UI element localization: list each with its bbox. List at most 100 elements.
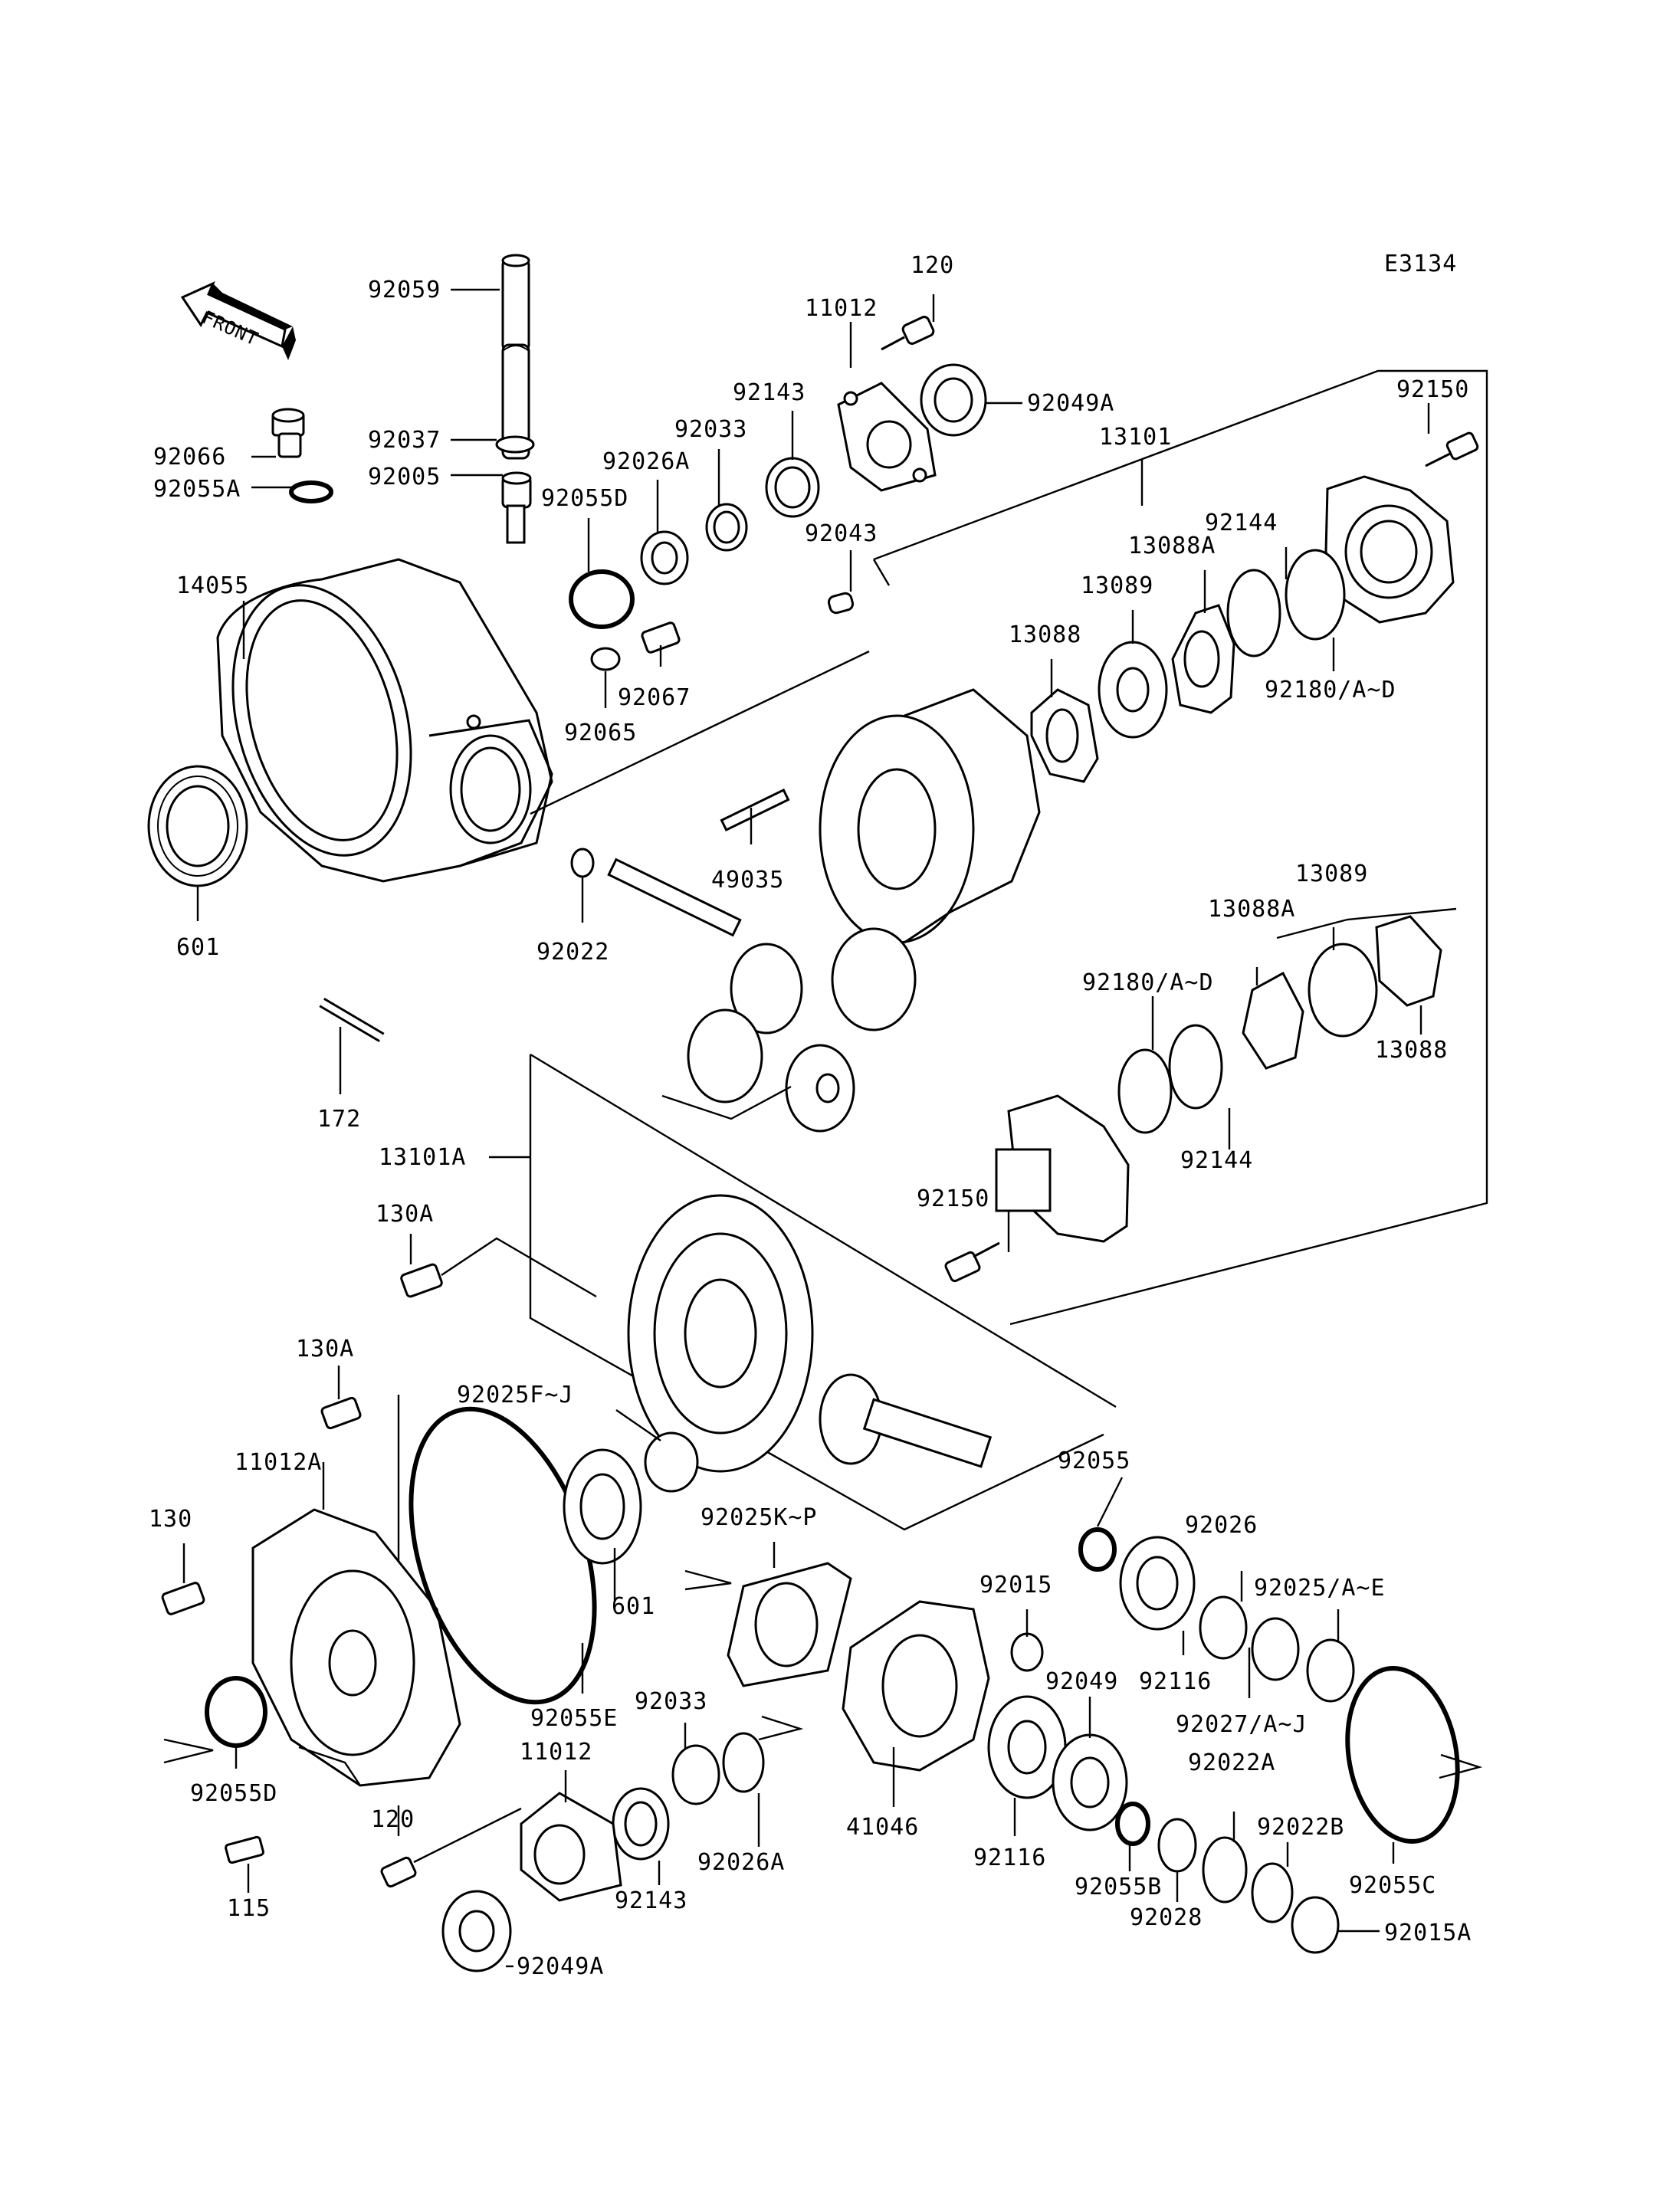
part-92144-mid-washer bbox=[1168, 1024, 1223, 1110]
leader-92026A-bottom bbox=[758, 1715, 804, 1741]
part-92015A-nut bbox=[1291, 1896, 1340, 1954]
part-92049-bearing bbox=[1052, 1733, 1128, 1831]
part-13088-mid-plate bbox=[1375, 915, 1442, 1007]
label-92150-mid: 92150 bbox=[917, 1185, 989, 1212]
label-92022: 92022 bbox=[536, 939, 609, 966]
label-13088: 13088 bbox=[1009, 621, 1081, 648]
bolt-130A-leader bbox=[441, 1237, 597, 1298]
front-arrow-icon: FRONT bbox=[180, 281, 296, 360]
part-601-bearing bbox=[147, 765, 248, 887]
part-92026A-bottom-washer bbox=[722, 1732, 765, 1793]
part-92037-clip bbox=[495, 435, 535, 454]
label-601: 601 bbox=[176, 934, 220, 961]
part-92150-mid-flange bbox=[995, 1094, 1130, 1243]
label-49035: 49035 bbox=[711, 867, 784, 894]
label-92144: 92144 bbox=[1205, 510, 1278, 536]
part-130A-bolt-2 bbox=[320, 1396, 362, 1430]
label-92033-bot: 92033 bbox=[635, 1688, 707, 1715]
plate-group-bracket bbox=[1276, 907, 1457, 939]
part-92116-bottom-bearing bbox=[987, 1695, 1067, 1799]
part-92150-flange bbox=[1324, 475, 1455, 624]
label-13101A: 13101A bbox=[379, 1144, 466, 1171]
label-92033: 92033 bbox=[674, 416, 747, 443]
label-92026: 92026 bbox=[1185, 1512, 1258, 1539]
part-92055D-bottom-oring bbox=[205, 1676, 267, 1748]
label-601-bot: 601 bbox=[612, 1593, 655, 1620]
part-92055D-oring bbox=[569, 569, 635, 629]
label-92005: 92005 bbox=[368, 464, 441, 490]
label-92015A: 92015A bbox=[1384, 1920, 1472, 1946]
part-172-stud bbox=[319, 997, 385, 1043]
part-13088A-mid-plate bbox=[1242, 971, 1304, 1070]
part-92055C-oring bbox=[1345, 1666, 1460, 1844]
part-92033-snapring bbox=[705, 503, 748, 552]
part-11012-cap bbox=[837, 382, 937, 492]
label-120-bot: 120 bbox=[371, 1806, 415, 1833]
label-92065: 92065 bbox=[564, 720, 637, 746]
label-13088-mid: 13088 bbox=[1375, 1037, 1448, 1064]
part-92025KP-gasket bbox=[727, 1562, 852, 1687]
label-92055D: 92055D bbox=[541, 485, 628, 512]
label-92025FJ: 92025F~J bbox=[457, 1382, 574, 1408]
part-41046-housing bbox=[842, 1600, 990, 1772]
label-11012-bot: 11012 bbox=[520, 1739, 592, 1766]
label-13089: 13089 bbox=[1081, 572, 1153, 599]
part-92015-nut bbox=[1010, 1632, 1044, 1672]
label-92143: 92143 bbox=[733, 379, 806, 406]
part-120-bolt bbox=[881, 316, 935, 351]
label-120: 120 bbox=[911, 252, 954, 279]
part-92065-washer bbox=[590, 647, 621, 671]
part-labels: 92059 92066 92055A 92037 92005 92026A 92… bbox=[149, 252, 1472, 1980]
part-92049A-bearing bbox=[920, 363, 987, 437]
part-92180-mid-shim bbox=[1117, 1048, 1173, 1134]
label-92066: 92066 bbox=[153, 444, 226, 471]
part-92055A-oring bbox=[289, 480, 333, 503]
label-92180-mid: 92180/A~D bbox=[1082, 969, 1214, 996]
label-13088A-mid: 13088A bbox=[1208, 896, 1295, 923]
part-601-bottom-bearing bbox=[563, 1448, 642, 1565]
label-92055D-bot: 92055D bbox=[190, 1780, 277, 1807]
part-92005-fitting bbox=[501, 471, 532, 544]
part-92150-mid-bolt bbox=[944, 1241, 1000, 1283]
label-92043: 92043 bbox=[805, 520, 878, 547]
part-92055B-oring bbox=[1115, 1802, 1150, 1846]
label-92027: 92027/A~J bbox=[1176, 1711, 1308, 1738]
label-11012A: 11012A bbox=[235, 1449, 322, 1476]
part-14055-housing bbox=[216, 558, 553, 883]
part-pinion-gears bbox=[687, 927, 917, 1133]
assembly-13101-box bbox=[530, 369, 1488, 1326]
part-92025AE-shim bbox=[1306, 1638, 1355, 1703]
part-ring-gear bbox=[627, 1194, 814, 1473]
label-92026A-bot: 92026A bbox=[697, 1849, 785, 1876]
part-92116-bearing bbox=[1119, 1536, 1196, 1631]
label-92059: 92059 bbox=[368, 277, 441, 303]
part-92143-seal bbox=[765, 457, 820, 518]
label-92022A: 92022A bbox=[1188, 1749, 1275, 1776]
label-92055E: 92055E bbox=[530, 1705, 618, 1732]
label-13089-mid: 13089 bbox=[1295, 861, 1368, 887]
part-115-bolt bbox=[225, 1835, 264, 1864]
label-92015: 92015 bbox=[979, 1572, 1052, 1599]
part-120-bottom-bolt bbox=[380, 1807, 522, 1888]
label-172: 172 bbox=[317, 1106, 361, 1133]
part-pinion-shaft bbox=[819, 1373, 993, 1468]
part-shaft bbox=[607, 857, 742, 937]
label-92055B: 92055B bbox=[1075, 1874, 1162, 1900]
part-13089-plate bbox=[1098, 641, 1168, 739]
label-92022B: 92022B bbox=[1257, 1814, 1344, 1841]
label-13101: 13101 bbox=[1099, 424, 1172, 451]
part-92143-bottom-seal bbox=[612, 1787, 670, 1861]
part-diff-case bbox=[819, 688, 1041, 944]
part-92067-bolt bbox=[641, 621, 681, 654]
part-13088A-plate bbox=[1171, 604, 1235, 714]
gear-group-bracket bbox=[661, 1085, 792, 1120]
part-92028-collar bbox=[1157, 1818, 1197, 1873]
part-92022A-washer bbox=[1202, 1836, 1248, 1904]
part-13088-plate bbox=[1030, 688, 1099, 783]
label-92116-b: 92116 bbox=[973, 1844, 1046, 1871]
label-130A: 130A bbox=[376, 1201, 434, 1228]
leader-92025KP bbox=[684, 1569, 732, 1591]
label-14055: 14055 bbox=[176, 572, 249, 599]
label-92025KP: 92025K~P bbox=[701, 1504, 818, 1531]
part-92025FJ-shim bbox=[644, 1431, 699, 1493]
